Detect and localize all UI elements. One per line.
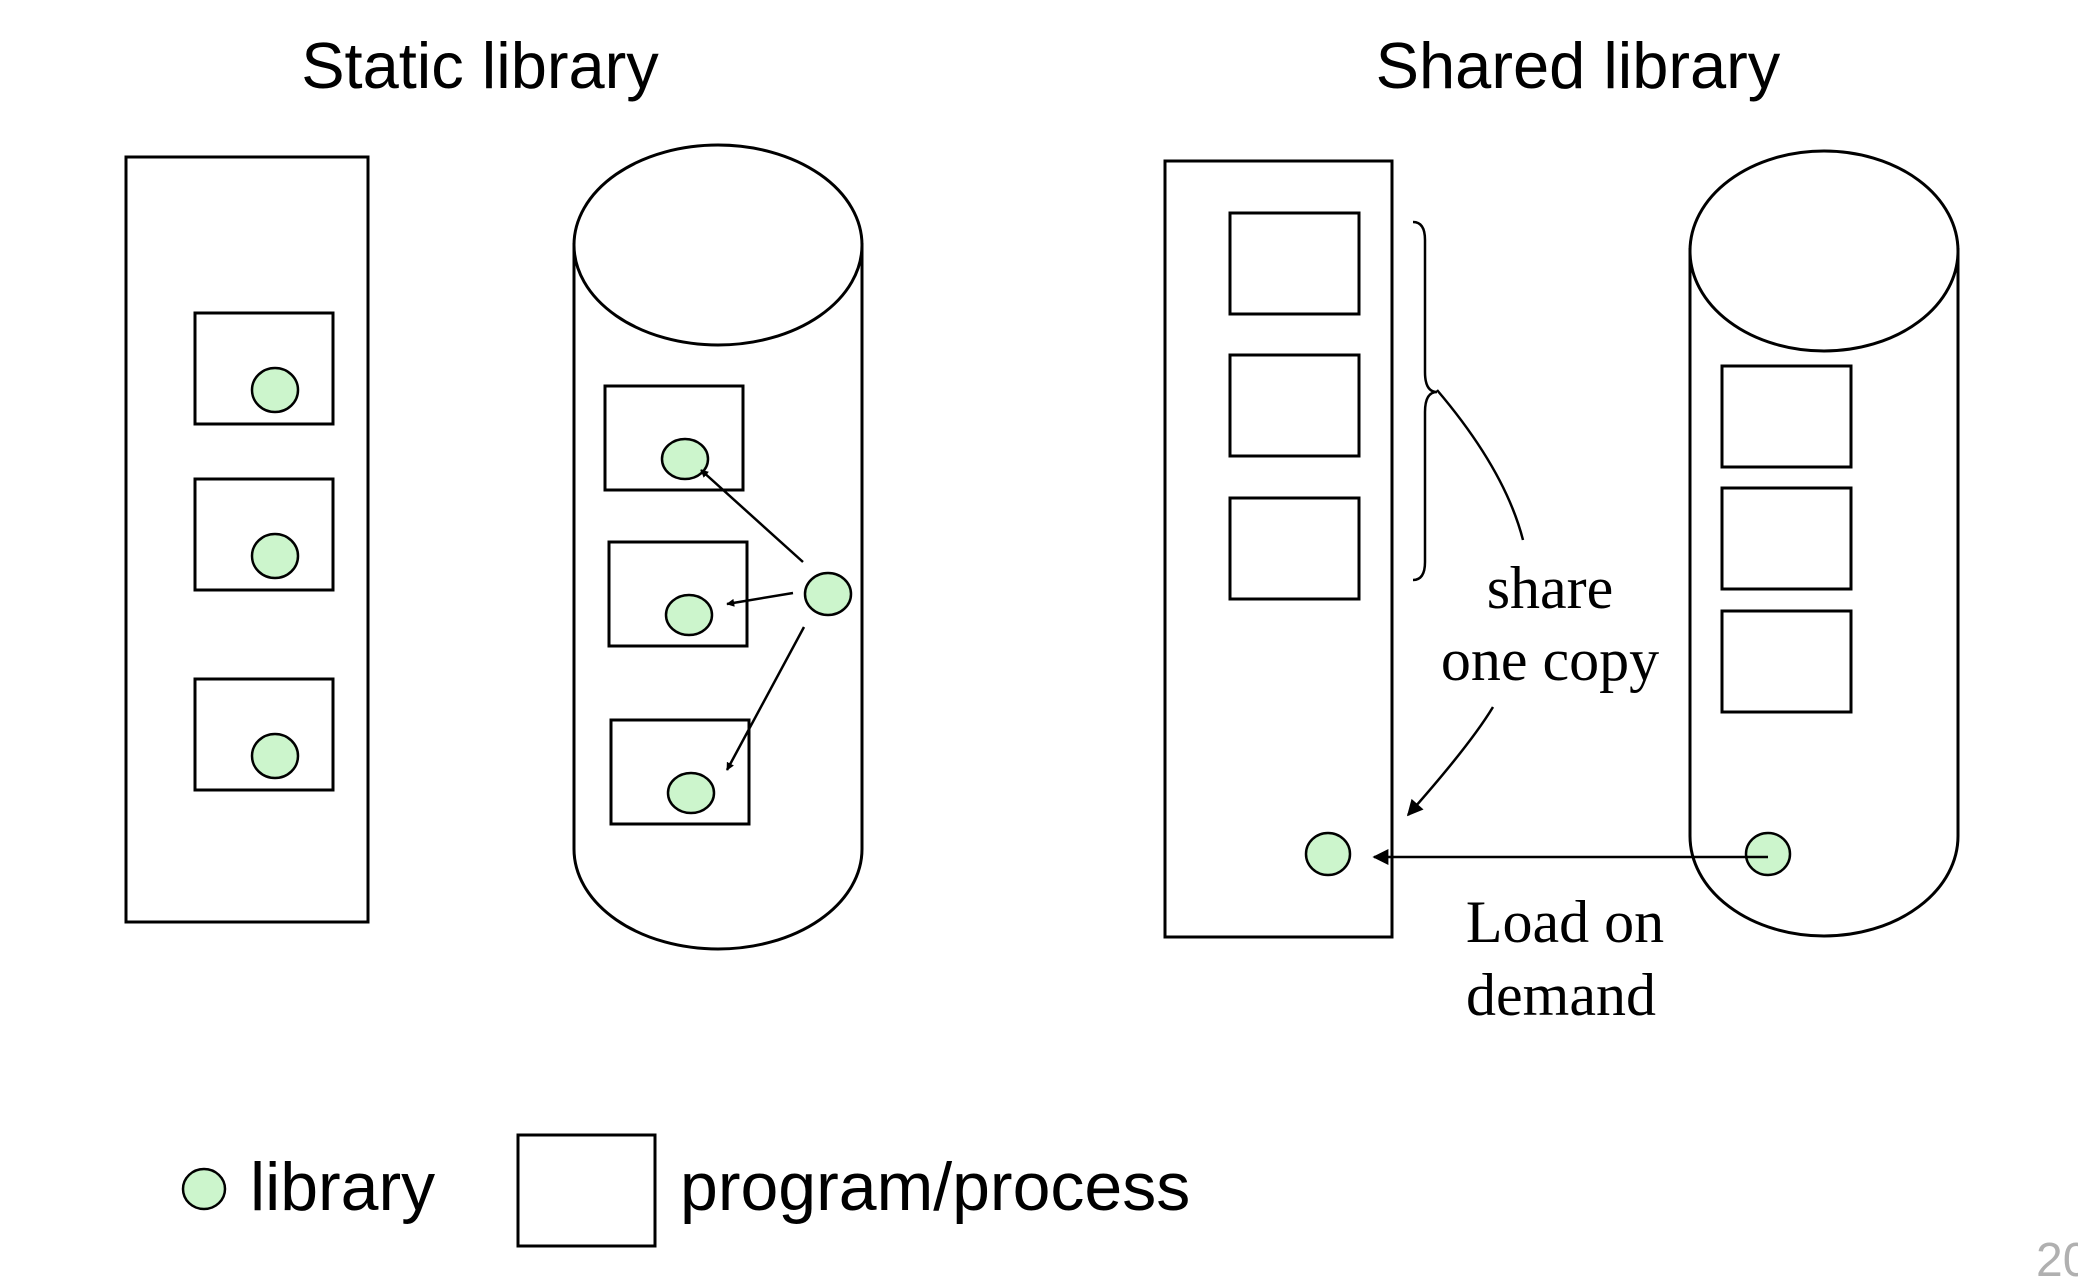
shared-memory-program-1 <box>1228 211 1361 316</box>
share-label-line2: one copy <box>1441 627 1659 693</box>
copy-arrow-3 <box>725 626 806 771</box>
share-callout-line <box>1436 389 1525 541</box>
copy-arrow-2 <box>726 591 794 607</box>
shared-disk-library <box>1744 831 1792 877</box>
shared-disk-program-1 <box>1720 364 1853 469</box>
shared-memory-program-3 <box>1228 496 1361 601</box>
shared-disk-program-3 <box>1720 609 1853 714</box>
static-disk-library-2 <box>664 593 714 637</box>
shared-memory <box>1163 159 1394 939</box>
legend-library-label: library <box>250 1149 435 1225</box>
load-label-line2: demand <box>1466 962 1656 1028</box>
page-number: 20 <box>2036 1234 2078 1278</box>
copy-arrow-1 <box>700 469 804 563</box>
programs-brace <box>1412 220 1438 582</box>
shared-disk-program-2 <box>1720 486 1853 591</box>
shared-disk-top <box>1688 149 1960 353</box>
static-memory-program-2 <box>193 477 335 592</box>
static-memory <box>124 155 370 924</box>
share-label-line1: share <box>1487 555 1614 621</box>
static-disk-library-1 <box>660 437 710 481</box>
static-disk <box>572 143 864 951</box>
shared-disk <box>1688 149 1960 938</box>
load-label-line1: Load on <box>1466 889 1664 955</box>
static-disk-library-source <box>803 571 853 617</box>
static-disk-library-3 <box>666 771 716 815</box>
static-memory-library-3 <box>250 732 300 780</box>
legend: library program/process <box>181 1133 1190 1248</box>
static-library-title: Static library <box>301 29 659 102</box>
static-disk-top <box>572 143 864 347</box>
share-arrow <box>1406 706 1495 817</box>
shared-library-title: Shared library <box>1376 29 1781 102</box>
legend-program-icon <box>516 1133 657 1248</box>
static-memory-library-1 <box>250 366 300 414</box>
legend-library-icon <box>181 1167 227 1211</box>
legend-program-label: program/process <box>680 1149 1190 1225</box>
static-memory-library-2 <box>250 532 300 580</box>
shared-memory-program-2 <box>1228 353 1361 458</box>
shared-memory-library <box>1304 831 1352 877</box>
